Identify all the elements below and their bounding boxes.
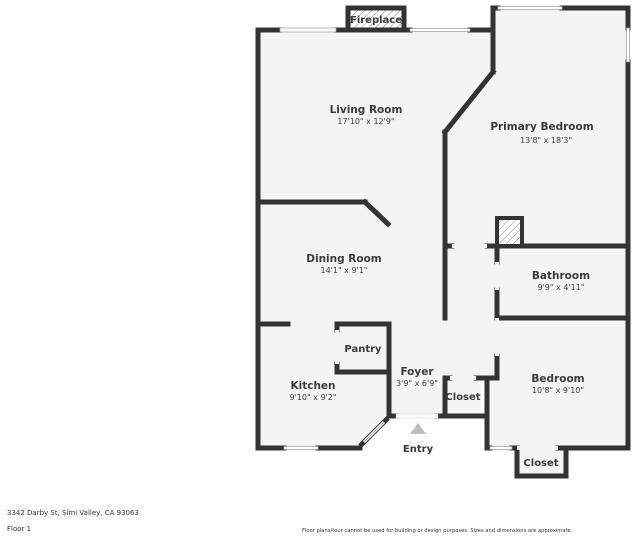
fireplace-label: Fireplace bbox=[350, 15, 402, 26]
property-address: 3342 Darby St, Simi Valley, CA 93063 bbox=[7, 509, 139, 517]
entry-arrow-icon bbox=[410, 423, 426, 434]
kitchen-dimensions: 9'10" x 9'2" bbox=[289, 393, 336, 402]
primary-bedroom-dimensions: 13'8" x 18'3" bbox=[520, 136, 572, 145]
bedroom-name: Bedroom bbox=[531, 373, 584, 385]
primary-bedroom-name: Primary Bedroom bbox=[490, 121, 593, 133]
bathroom-dimensions: 9'9" x 4'11" bbox=[537, 283, 584, 292]
foyer-name: Foyer bbox=[400, 366, 434, 378]
disclaimer: Floor plans/tour cannot be used for buil… bbox=[302, 528, 573, 534]
living-room-name: Living Room bbox=[330, 104, 403, 116]
foyer-closet-label: Closet bbox=[445, 392, 480, 403]
dining-room-name: Dining Room bbox=[306, 253, 382, 265]
floor-label: Floor 1 bbox=[7, 525, 32, 533]
bedroom-closet-label: Closet bbox=[523, 458, 558, 469]
living-room-dimensions: 17'10" x 12'9" bbox=[337, 117, 394, 126]
bathroom-name: Bathroom bbox=[532, 270, 590, 282]
kitchen-bay-window bbox=[358, 416, 390, 448]
pantry-label: Pantry bbox=[344, 344, 382, 355]
entry-label: Entry bbox=[403, 444, 434, 455]
hatched-column bbox=[495, 216, 524, 248]
kitchen-name: Kitchen bbox=[290, 380, 335, 392]
walls bbox=[255, 5, 631, 479]
bedroom-dimensions: 10'8" x 9'10" bbox=[532, 386, 584, 395]
fireplace: Fireplace bbox=[345, 5, 407, 33]
room-labels: Living Room 17'10" x 12'9" Primary Bedro… bbox=[289, 104, 593, 469]
foyer-dimensions: 3'9" x 6'9" bbox=[396, 379, 438, 388]
door-openings bbox=[335, 244, 558, 450]
entry-marker: Entry bbox=[403, 423, 434, 455]
windows bbox=[279, 6, 630, 450]
dining-room-dimensions: 14'1" x 9'1" bbox=[320, 266, 367, 275]
floor-areas bbox=[258, 8, 628, 476]
